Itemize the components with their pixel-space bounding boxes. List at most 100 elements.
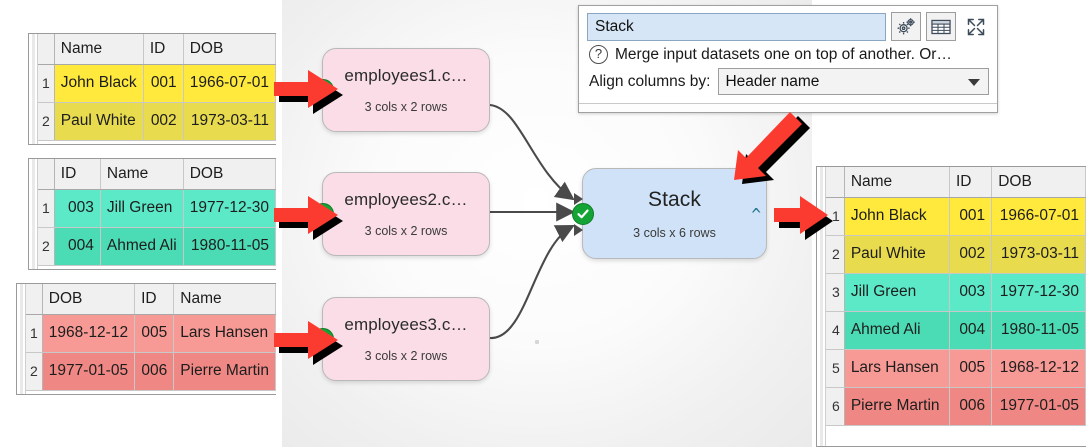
table-cell[interactable]: 1973-03-11: [183, 102, 276, 141]
vertical-scroll-rail[interactable]: [17, 284, 26, 394]
table-cell[interactable]: John Black: [54, 64, 144, 103]
table-cell[interactable]: 1973-03-11: [991, 235, 1086, 274]
table-cell[interactable]: Lars Hansen: [844, 349, 950, 388]
table-cell[interactable]: Pierre Martin: [844, 387, 950, 426]
table-cell[interactable]: Paul White: [844, 235, 950, 274]
column-header-dob[interactable]: DOB: [183, 34, 276, 65]
table-cell[interactable]: 002: [143, 102, 184, 141]
table-cell[interactable]: John Black: [844, 197, 950, 236]
annotation-arrow-panel-to-stack: [706, 108, 816, 190]
vertical-scroll-rail[interactable]: [817, 167, 826, 446]
table-cell[interactable]: Lars Hansen: [173, 314, 276, 353]
row-index-cell[interactable]: 1: [38, 64, 55, 103]
table-cell[interactable]: 006: [134, 352, 175, 391]
column-header-id[interactable]: ID: [949, 167, 993, 198]
output-marker: ^: [751, 204, 761, 224]
column-header-name[interactable]: Name: [54, 34, 144, 65]
table-cell[interactable]: 001: [143, 64, 184, 103]
table-cell[interactable]: 003: [949, 273, 993, 312]
table-cell[interactable]: 001: [949, 197, 993, 236]
row-index-cell[interactable]: 6: [826, 387, 845, 426]
expand-fullscreen-icon[interactable]: [961, 12, 991, 41]
column-header-dob[interactable]: DOB: [991, 167, 1086, 198]
row-index-cell[interactable]: 1: [826, 197, 845, 236]
settings-gears-icon[interactable]: [891, 12, 921, 41]
node-title: Stack: [647, 187, 702, 211]
table-cell[interactable]: 003: [54, 189, 101, 228]
row-index-header: [26, 284, 43, 315]
table-cell[interactable]: Pierre Martin: [173, 352, 276, 391]
row-index-cell[interactable]: 2: [38, 102, 55, 141]
flow-node-employees3[interactable]: employees3.c… 3 cols x 2 rows: [312, 297, 490, 381]
table-cell[interactable]: 1980-11-05: [183, 227, 276, 266]
vertical-scroll-rail[interactable]: [29, 34, 38, 144]
column-header-id[interactable]: ID: [54, 159, 101, 190]
table-cell[interactable]: 1968-12-12: [42, 314, 136, 353]
table-cell[interactable]: Ahmed Ali: [100, 227, 184, 266]
table-cell[interactable]: 005: [134, 314, 175, 353]
row-index-header: [38, 34, 55, 65]
table-cell[interactable]: Ahmed Ali: [844, 311, 950, 350]
table-cell[interactable]: 005: [949, 349, 993, 388]
table-cell[interactable]: 1980-11-05: [991, 311, 1086, 350]
row-index-cell[interactable]: 3: [826, 273, 845, 312]
row-index-cell[interactable]: 5: [826, 349, 845, 388]
table-cell[interactable]: 1977-12-30: [183, 189, 276, 228]
column-header-dob[interactable]: DOB: [42, 284, 136, 315]
table-cell[interactable]: 004: [949, 311, 993, 350]
row-index-cell[interactable]: 1: [38, 189, 55, 228]
vertical-scroll-rail[interactable]: [29, 159, 38, 269]
table-cell[interactable]: 1977-12-30: [991, 273, 1086, 312]
column-header-name[interactable]: Name: [100, 159, 184, 190]
align-columns-select[interactable]: Header name: [718, 68, 989, 95]
table-grid-icon[interactable]: [926, 12, 956, 41]
column-header-id[interactable]: ID: [143, 34, 184, 65]
table-cell[interactable]: 1977-01-05: [42, 352, 136, 391]
row-index-cell[interactable]: 1: [26, 314, 43, 353]
input-port-3[interactable]: [574, 224, 583, 236]
table-cell[interactable]: 006: [949, 387, 993, 426]
row-index-cell[interactable]: 4: [826, 311, 845, 350]
item-name-input[interactable]: Stack: [587, 12, 886, 41]
table-cell[interactable]: 1966-07-01: [183, 64, 276, 103]
table-cell[interactable]: 002: [949, 235, 993, 274]
table-cell[interactable]: Paul White: [54, 102, 144, 141]
table-cell[interactable]: 004: [54, 227, 101, 266]
row-index-cell[interactable]: 2: [38, 227, 55, 266]
column-header-name[interactable]: Name: [173, 284, 276, 315]
table-cell[interactable]: Jill Green: [844, 273, 950, 312]
table-cell[interactable]: 1968-12-12: [991, 349, 1086, 388]
flow-node-stack[interactable]: Stack 3 cols x 6 rows ^: [572, 168, 767, 259]
column-header-id[interactable]: ID: [134, 284, 175, 315]
item-properties-panel[interactable]: Stack: [578, 5, 998, 113]
input-port-1[interactable]: [574, 193, 583, 205]
column-header-name[interactable]: Name: [844, 167, 950, 198]
question-mark-icon[interactable]: ?: [589, 45, 608, 64]
node-subtitle: 3 cols x 6 rows: [633, 225, 716, 240]
table-cell[interactable]: 1977-01-05: [991, 387, 1086, 426]
row-index-cell[interactable]: 2: [26, 352, 43, 391]
row-index-cell[interactable]: 2: [826, 235, 845, 274]
table-cell[interactable]: 1966-07-01: [991, 197, 1086, 236]
table-cell[interactable]: Jill Green: [100, 189, 184, 228]
column-header-dob[interactable]: DOB: [183, 159, 276, 190]
